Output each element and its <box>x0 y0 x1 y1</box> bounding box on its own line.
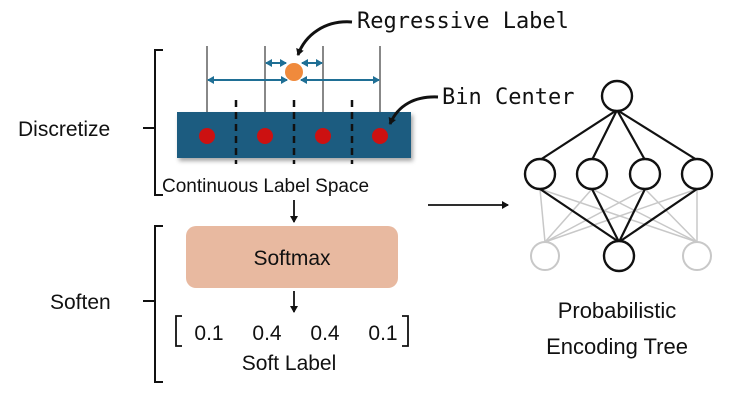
continuous-label-space-caption: Continuous Label Space <box>162 176 369 197</box>
tree-inactive-edges <box>539 188 698 243</box>
regressive-label-pointer <box>296 20 353 56</box>
soft-label-value: 0.1 <box>368 322 397 345</box>
discretize-bracket <box>154 49 163 196</box>
tree-title-line2: Encoding Tree <box>546 334 688 359</box>
soft-label-right-bracket <box>402 315 409 347</box>
tree-node-inactive <box>682 241 712 271</box>
soft-label-value: 0.1 <box>194 322 223 345</box>
tree-node-active-leaf <box>602 239 636 273</box>
soft-label-vector: 0.1 0.4 0.4 0.1 <box>175 315 409 347</box>
tree-node-l1 <box>628 157 662 191</box>
tree-node-l1 <box>680 157 714 191</box>
tree-node-l1 <box>575 157 609 191</box>
regressive-label-text: Regressive Label <box>357 9 569 34</box>
discretize-label: Discretize <box>18 118 110 141</box>
soft-label-value: 0.4 <box>252 322 282 345</box>
soft-label-caption: Soft Label <box>242 352 337 375</box>
tree-title-line1: Probabilistic <box>558 298 677 323</box>
encoding-tree <box>523 79 714 273</box>
softmax-box <box>186 226 398 288</box>
soft-label-left-bracket <box>175 315 182 347</box>
bin-center-dots <box>199 128 388 144</box>
tree-active-edges <box>539 109 698 243</box>
distance-arrows <box>207 59 380 84</box>
soften-bracket <box>154 225 163 383</box>
softmax-label: Softmax <box>253 247 331 270</box>
soften-label: Soften <box>50 291 111 314</box>
tree-node-inactive <box>530 241 560 271</box>
bin-center-text: Bin Center <box>442 85 574 110</box>
soft-label-value: 0.4 <box>310 322 340 345</box>
tree-root-node <box>600 79 634 113</box>
tree-node-l1 <box>523 157 557 191</box>
regressive-label-dot <box>285 63 303 81</box>
bin-center-pointer <box>388 95 439 125</box>
bin-separators <box>234 100 354 164</box>
